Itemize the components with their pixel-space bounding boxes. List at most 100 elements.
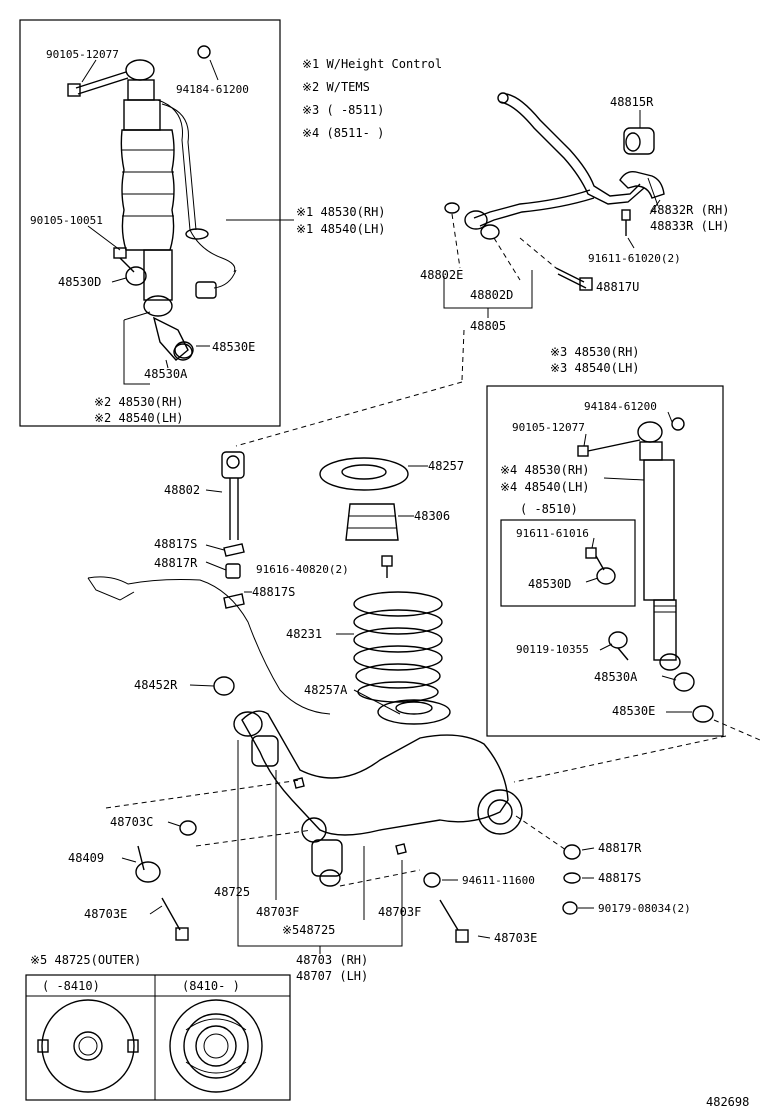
label-48817S-c: 48817S: [598, 871, 641, 885]
label-48805: 48805: [470, 319, 506, 333]
note-1: ※1 W/Height Control: [302, 57, 442, 71]
label-s1-48530: ※1 48530(RH): [296, 205, 386, 219]
bushing-48530E-a: [174, 341, 194, 359]
stabilizer-link-48802: [221, 451, 245, 540]
label-s4-48540: ※4 48540(LH): [500, 480, 590, 494]
stabilizer-bar: [473, 92, 645, 227]
label-range-8510: ( -8510): [520, 502, 578, 516]
bolt-48409: [135, 845, 161, 883]
outer-bushing-box: [25, 974, 291, 1101]
label-91616-40820: 91616-40820(2): [256, 563, 349, 576]
label-48257: 48257: [428, 459, 464, 473]
label-48231: 48231: [286, 627, 322, 641]
bolt-48703E-a: [161, 897, 189, 941]
label-48409: 48409: [68, 851, 104, 865]
label-48530E-b: 48530E: [612, 704, 655, 718]
washer-94611-11600: [423, 872, 441, 888]
spring-seat-48257A: [377, 699, 451, 725]
label-48703E-b: 48703E: [494, 931, 537, 945]
diagram-id: 482698: [706, 1095, 749, 1109]
height-control-shock-box: [19, 19, 281, 427]
label-94611-11600: 94611-11600: [462, 874, 535, 887]
outer-bushing-early: [37, 999, 139, 1093]
bolt-90119-10355: [608, 631, 629, 661]
label-48707: 48707 (LH): [296, 969, 368, 983]
bolt-48703E-b: [439, 899, 469, 943]
label-s1-48540: ※1 48540(LH): [296, 222, 386, 236]
label-94184-61200-a: 94184-61200: [176, 83, 249, 96]
label-90179-08034: 90179-08034(2): [598, 902, 691, 915]
standard-shock-box: [486, 385, 724, 737]
label-91611-61020: 91611-61020(2): [588, 252, 681, 265]
nut-48817S-b: [223, 593, 245, 609]
label-range-8410b: (8410- ): [182, 979, 240, 993]
chassis-outline: [87, 576, 331, 715]
lower-control-arm-48703: [233, 710, 523, 887]
label-48802E: 48802E: [420, 268, 463, 282]
bushing-48530A-b: [673, 672, 695, 692]
label-90105-10051: 90105-10051: [30, 214, 103, 227]
label-48703C: 48703C: [110, 815, 153, 829]
label-48833R: 48833R (LH): [650, 219, 729, 233]
label-48530D-b: 48530D: [528, 577, 571, 591]
bolt-48817U: [555, 267, 593, 291]
washer-48817S-a: [223, 543, 245, 557]
label-48815R: 48815R: [610, 95, 654, 109]
bolt-91616-40820: [381, 555, 393, 578]
coil-spring-48231: [353, 591, 443, 703]
bolt-90105-12077-a: [67, 71, 129, 97]
bolt-90105-12077-b: [577, 439, 641, 457]
label-range-8410a: ( -8410): [42, 979, 100, 993]
label-48530E-a: 48530E: [212, 340, 255, 354]
label-48530A-b: 48530A: [594, 670, 638, 684]
label-90119-10355: 90119-10355: [516, 643, 589, 656]
label-90105-12077-a: 90105-12077: [46, 48, 119, 61]
label-48817R-b: 48817R: [598, 841, 642, 855]
bushing-48815R: [623, 127, 655, 155]
nut-90179-08034: [562, 901, 578, 915]
bushing-48452R: [213, 676, 235, 696]
label-48703F-b: 48703F: [378, 905, 421, 919]
label-91611-61016: 91611-61016: [516, 527, 589, 540]
label-48817U: 48817U: [596, 280, 639, 294]
label-s2-48530: ※2 48530(RH): [94, 395, 184, 409]
label-48703: 48703 (RH): [296, 953, 368, 967]
label-s3-48540: ※3 48540(LH): [550, 361, 640, 375]
label-48817S-b: 48817S: [252, 585, 295, 599]
nut-48703F-b: [395, 843, 407, 855]
bolt-91611-61020: [621, 209, 631, 236]
note-4: ※4 (8511- ): [302, 126, 384, 140]
label-s5-outer: ※5 48725(OUTER): [30, 953, 141, 967]
bushing-48530D-b: [596, 567, 616, 585]
bushing-48817R-b: [563, 844, 581, 860]
bolt-91611-61016: [585, 547, 605, 571]
height-control-shock-absorber: [120, 59, 237, 361]
nut-48703F-a: [293, 777, 305, 789]
note-2: ※2 W/TEMS: [302, 80, 370, 94]
label-48530A-a: 48530A: [144, 367, 188, 381]
label-48832R: 48832R (RH): [650, 203, 729, 217]
label-s2-48540: ※2 48540(LH): [94, 411, 184, 425]
label-94184-61200-b: 94184-61200: [584, 400, 657, 413]
label-s3-48530: ※3 48530(RH): [550, 345, 640, 359]
label-48703F-a: 48703F: [256, 905, 299, 919]
bushing-48817R-a: [225, 563, 241, 579]
note-3: ※3 ( -8511): [302, 103, 384, 117]
bolt-90105-10051: [113, 247, 135, 273]
label-48257A: 48257A: [304, 683, 348, 697]
label-90105-12077-b: 90105-12077: [512, 421, 585, 434]
label-48802D: 48802D: [470, 288, 513, 302]
label-48817R-a: 48817R: [154, 556, 198, 570]
nut-94184-61200-a: [197, 45, 211, 59]
stabilizer-link-48802-upper: [444, 202, 500, 240]
label-48306: 48306: [414, 509, 450, 523]
label-s4-48530: ※4 48530(RH): [500, 463, 590, 477]
bracket-48832R: [619, 170, 665, 199]
label-48530D-a: 48530D: [58, 275, 101, 289]
outer-bushing-late: [169, 999, 263, 1093]
label-s5-48725: ※548725: [282, 923, 335, 937]
label-48802: 48802: [164, 483, 200, 497]
label-48703E-a: 48703E: [84, 907, 127, 921]
bushing-48530E-b: [692, 705, 714, 723]
